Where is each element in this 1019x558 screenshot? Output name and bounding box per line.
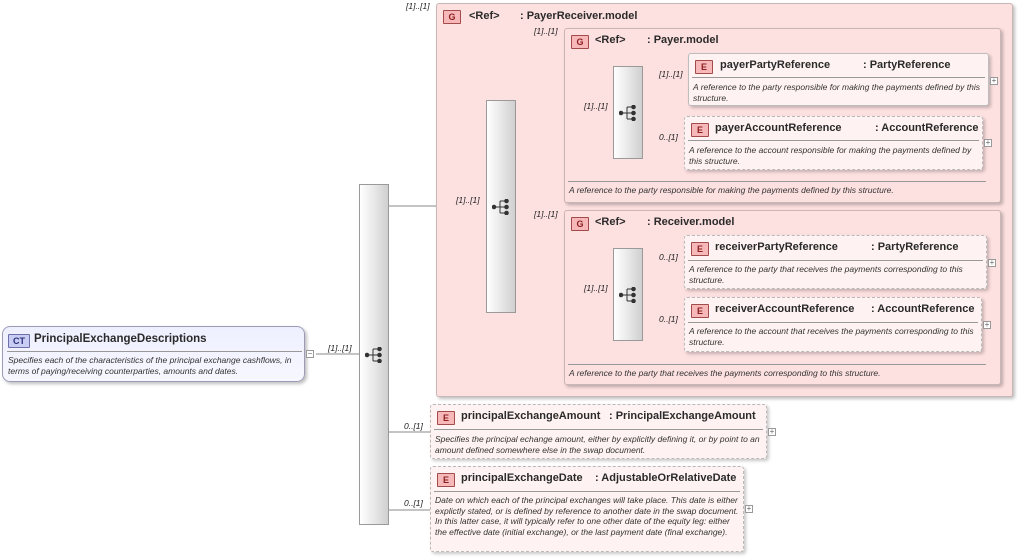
group-description: A reference to the party that receives t… — [569, 368, 881, 378]
element-badge: E — [695, 60, 713, 74]
plus-icon[interactable]: + — [983, 320, 991, 329]
cardinality-label: 0..[1] — [659, 252, 678, 262]
plus-icon[interactable]: + — [745, 504, 753, 513]
sequence-compositor[interactable] — [359, 184, 389, 525]
group-badge: G — [443, 10, 461, 24]
minus-icon[interactable]: − — [306, 349, 314, 358]
element-receiver-account-reference[interactable]: E receiverAccountReference : AccountRefe… — [684, 297, 982, 352]
element-principal-exchange-date[interactable]: E principalExchangeDate : AdjustableOrRe… — [430, 466, 744, 552]
cardinality-label: [1]..[1] — [534, 26, 558, 36]
element-type: : PartyReference — [863, 59, 951, 71]
cardinality-label: [1]..[1] — [406, 1, 430, 11]
cardinality-label: [1]..[1] — [659, 69, 683, 79]
plus-icon[interactable]: + — [768, 427, 776, 436]
element-name: principalExchangeDate — [461, 472, 583, 484]
element-badge: E — [437, 411, 455, 425]
element-description: Date on which each of the principal exch… — [435, 495, 739, 537]
divider — [434, 491, 740, 492]
group-name: : PayerReceiver.model — [520, 10, 638, 22]
element-badge: E — [437, 473, 455, 487]
divider — [688, 260, 983, 261]
element-name: payerAccountReference — [715, 122, 842, 134]
group-badge: G — [571, 35, 589, 49]
plus-icon[interactable]: + — [984, 138, 992, 147]
element-badge: E — [691, 123, 709, 137]
divider — [434, 429, 763, 430]
divider — [568, 181, 986, 182]
group-name: : Receiver.model — [647, 216, 735, 228]
element-description: A reference to the account that receives… — [689, 326, 974, 347]
element-type: : PrincipalExchangeAmount — [609, 410, 756, 422]
element-name: principalExchangeAmount — [461, 410, 601, 422]
sequence-compositor-icon — [365, 346, 382, 363]
element-badge: E — [691, 304, 709, 318]
divider — [692, 77, 985, 78]
divider — [7, 351, 302, 352]
cardinality-label: [1]..[1] — [584, 101, 608, 111]
group-badge: G — [571, 217, 589, 231]
sequence-compositor-icon — [619, 104, 636, 121]
complex-type-badge: CT — [8, 334, 30, 348]
cardinality-label: 0..[1] — [659, 132, 678, 142]
element-badge: E — [691, 242, 709, 256]
cardinality-label: 0..[1] — [404, 421, 423, 431]
group-ref-label: <Ref> — [595, 216, 626, 228]
complex-type-description: Specifies each of the characteristics of… — [8, 355, 292, 376]
group-description: A reference to the party responsible for… — [569, 185, 894, 195]
cardinality-label: [1]..[1] — [534, 209, 558, 219]
element-description: Specifies the principal echange amount, … — [435, 434, 760, 455]
group-ref-label: <Ref> — [469, 10, 500, 22]
element-type: : PartyReference — [871, 241, 959, 253]
cardinality-label: 0..[1] — [404, 498, 423, 508]
element-description: A reference to the party that receives t… — [689, 264, 963, 285]
plus-icon[interactable]: + — [990, 76, 998, 85]
plus-icon[interactable]: + — [988, 258, 996, 267]
sequence-compositor[interactable] — [613, 248, 643, 341]
element-receiver-party-reference[interactable]: E receiverPartyReference : PartyReferenc… — [684, 235, 987, 289]
divider — [568, 364, 986, 365]
element-name: receiverPartyReference — [715, 241, 838, 253]
divider — [688, 140, 979, 141]
element-description: A reference to the account responsible f… — [689, 145, 972, 166]
element-name: payerPartyReference — [720, 59, 831, 71]
element-payer-account-reference[interactable]: E payerAccountReference : AccountReferen… — [684, 116, 983, 170]
complex-type-name: PrincipalExchangeDescriptions — [34, 333, 207, 345]
element-type: : AccountReference — [875, 122, 979, 134]
group-name: : Payer.model — [647, 34, 719, 46]
element-type: : AdjustableOrRelativeDate — [595, 472, 737, 484]
sequence-compositor-icon — [492, 198, 509, 215]
cardinality-label: [1]..[1] — [456, 195, 480, 205]
sequence-compositor-icon — [619, 286, 636, 303]
group-ref-label: <Ref> — [595, 34, 626, 46]
cardinality-label: [1]..[1] — [328, 343, 352, 353]
element-name: receiverAccountReference — [715, 303, 855, 315]
element-type: : AccountReference — [871, 303, 975, 315]
cardinality-label: [1]..[1] — [584, 283, 608, 293]
element-description: A reference to the party responsible for… — [693, 82, 980, 103]
complex-type-box[interactable]: CT PrincipalExchangeDescriptions Specifi… — [2, 326, 305, 382]
element-principal-exchange-amount[interactable]: E principalExchangeAmount : PrincipalExc… — [430, 404, 767, 459]
divider — [688, 322, 978, 323]
sequence-compositor[interactable] — [613, 66, 643, 159]
cardinality-label: 0..[1] — [659, 314, 678, 324]
element-payer-party-reference[interactable]: E payerPartyReference : PartyReference A… — [688, 53, 989, 106]
sequence-compositor[interactable] — [486, 100, 516, 313]
